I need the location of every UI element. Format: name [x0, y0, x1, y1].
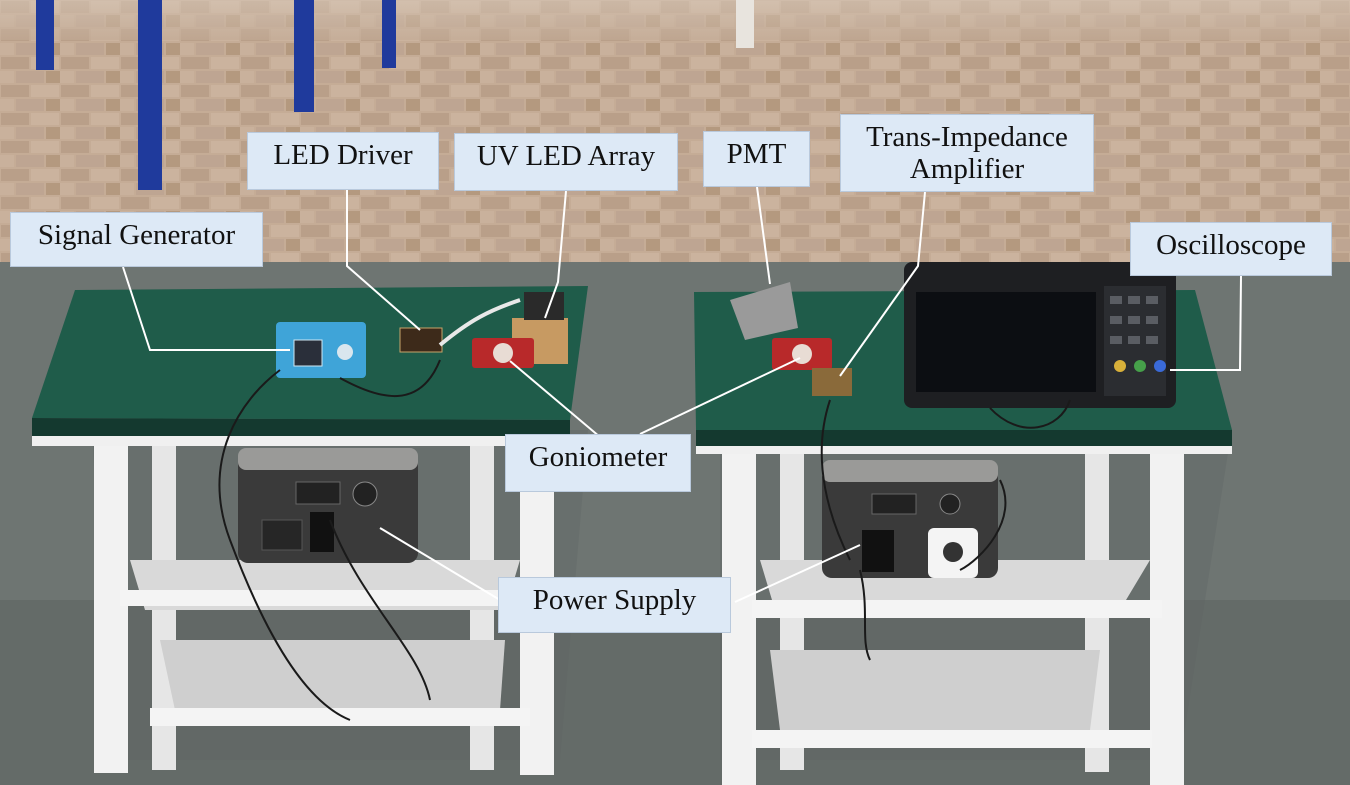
- label-power-supply: Power Supply: [498, 577, 731, 633]
- power-station-device: [822, 460, 998, 578]
- label-signal-generator: Signal Generator: [10, 212, 263, 267]
- blue-poles: [36, 0, 396, 190]
- signal-generator-device: [276, 322, 366, 378]
- led-driver-board: [399, 327, 443, 353]
- label-uv-led-array: UV LED Array: [454, 133, 678, 191]
- right-cart: [694, 290, 1232, 785]
- label-goniometer: Goniometer: [505, 434, 691, 492]
- leader-lines: [122, 186, 1242, 603]
- paver-haze: [0, 0, 1350, 40]
- label-pmt: PMT: [703, 131, 810, 187]
- label-led-driver: LED Driver: [247, 132, 439, 190]
- goniometer-device: [772, 338, 832, 370]
- tia-board: [812, 368, 852, 396]
- goniometer-device: [472, 338, 534, 368]
- cables: [218, 359, 1071, 721]
- power-station-device: [238, 448, 418, 563]
- label-oscilloscope: Oscilloscope: [1130, 222, 1332, 276]
- pmt-device: [730, 282, 798, 340]
- usb-cable: [438, 298, 521, 347]
- white-pole: [736, 0, 754, 48]
- oscilloscope-device: [904, 262, 1176, 408]
